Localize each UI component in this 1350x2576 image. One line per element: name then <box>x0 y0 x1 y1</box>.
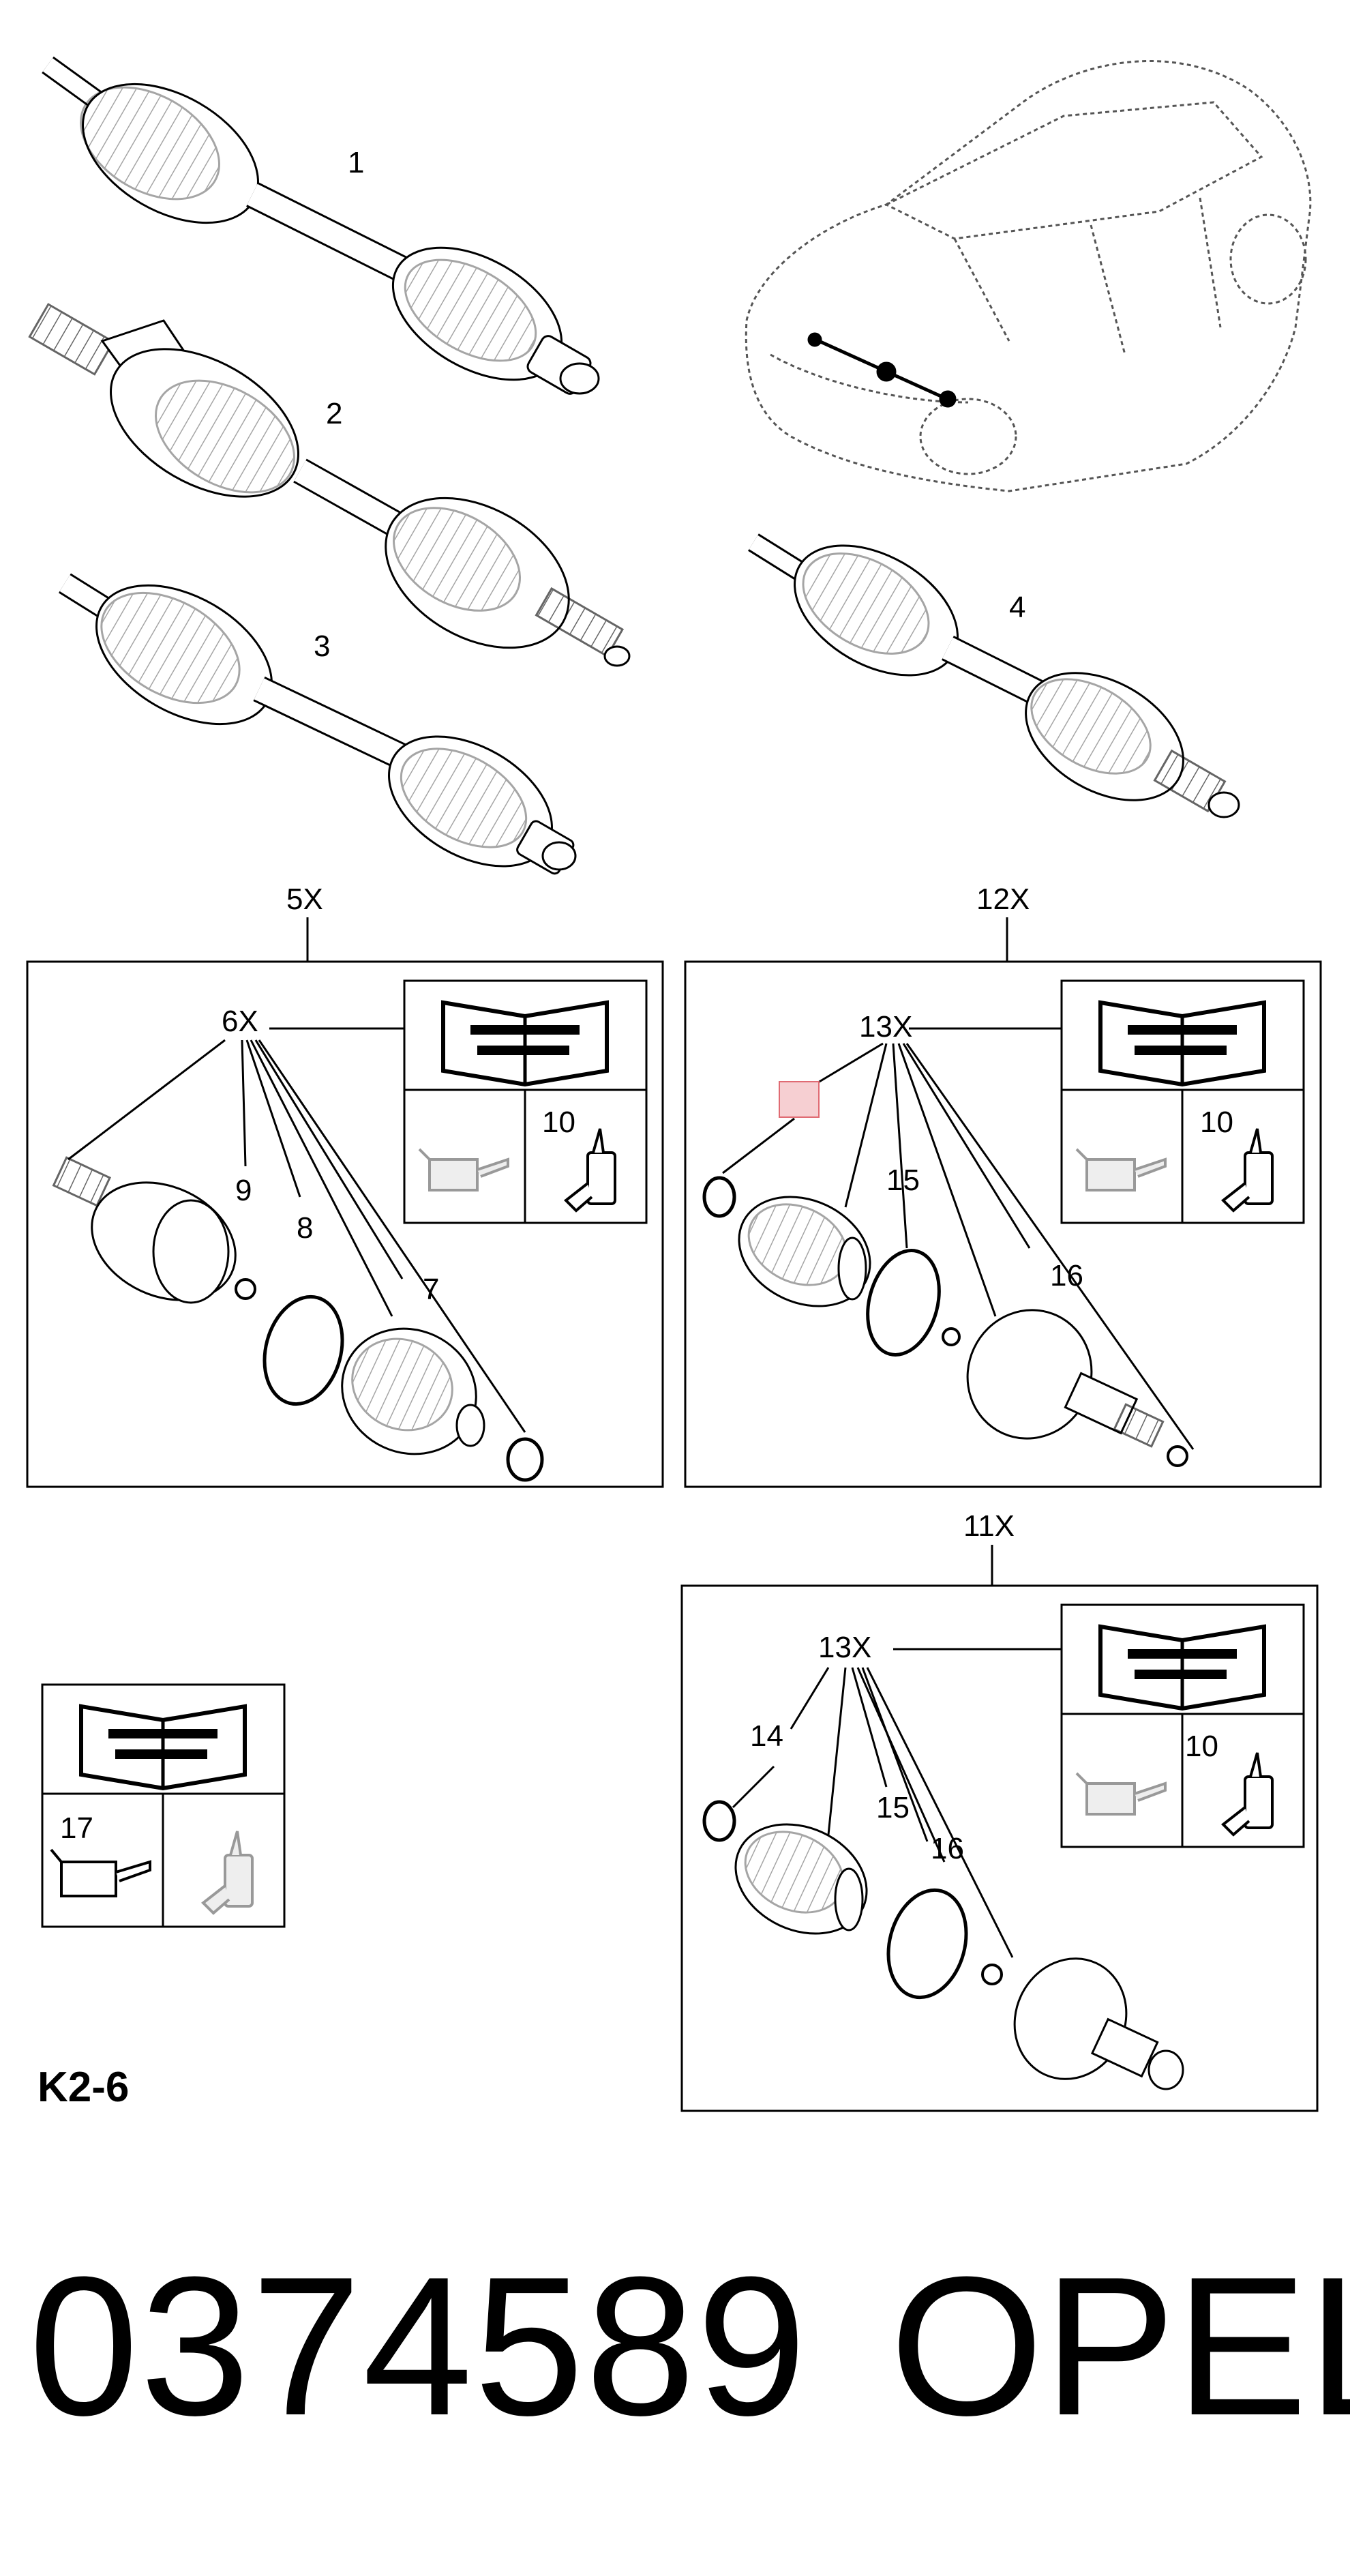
callout-12x[interactable]: 12X <box>976 883 1030 916</box>
manual-wrench-icon <box>441 1000 609 1087</box>
kit-5x-box <box>26 960 664 1488</box>
callout-16a[interactable]: 16 <box>1050 1259 1083 1292</box>
manual-wrench-icon <box>1098 1624 1266 1711</box>
boot-12x <box>738 1196 871 1307</box>
grease-tube-icon <box>200 1831 254 1915</box>
callout-9[interactable]: 9 <box>235 1174 252 1207</box>
boot-5x <box>341 1327 485 1455</box>
callout-5x[interactable]: 5X <box>286 883 323 916</box>
callout-14b[interactable]: 14 <box>750 1719 783 1753</box>
oil-can-icon <box>50 1848 151 1897</box>
clamp-14b <box>702 1800 736 1842</box>
snap-ring-16a <box>942 1327 961 1346</box>
clamp-7 <box>506 1437 544 1482</box>
inner-joint-housing-11x <box>1013 1957 1184 2090</box>
kit-12x-box <box>684 960 1322 1488</box>
general-service-panel: 17 <box>41 1683 286 1928</box>
highlighted-drive-shaft-location <box>807 332 957 408</box>
callout-6x[interactable]: 6X <box>222 1005 258 1038</box>
callout-1[interactable]: 1 <box>348 146 364 179</box>
drive-shaft-4[interactable] <box>748 519 1240 827</box>
callout-11x[interactable]: 11X <box>963 1509 1015 1543</box>
callout-4[interactable]: 4 <box>1009 591 1025 624</box>
kit-11x-box <box>680 1584 1319 2112</box>
manual-wrench-icon <box>1098 1000 1266 1087</box>
clamp-15b <box>886 1888 968 2000</box>
callout-8[interactable]: 8 <box>297 1211 313 1245</box>
callout-2[interactable]: 2 <box>326 397 342 430</box>
outer-cv-joint-5x <box>52 1156 237 1304</box>
oil-can-icon <box>1075 1148 1167 1191</box>
clamp-15 <box>866 1249 941 1357</box>
drive-shaft-1[interactable] <box>42 55 600 406</box>
kit-11x-group: 11X 10 13X <box>680 1509 1319 2112</box>
highlighted-callout-14 <box>779 1081 820 1118</box>
callout-10b[interactable]: 10 <box>1200 1106 1233 1139</box>
callout-10c[interactable]: 10 <box>1185 1730 1218 1763</box>
oil-can-icon <box>1075 1772 1167 1816</box>
vehicle-location-illustration <box>745 60 1312 492</box>
callout-16c[interactable]: 16 <box>931 1832 964 1865</box>
brand-name: OPEL <box>890 2236 1350 2457</box>
callout-17[interactable]: 17 <box>60 1811 93 1845</box>
grease-tube-icon <box>563 1128 616 1213</box>
callout-15a[interactable]: 15 <box>886 1164 920 1197</box>
callout-10a[interactable]: 10 <box>542 1106 575 1139</box>
grease-tube-icon <box>1220 1752 1274 1837</box>
page-code: K2-6 <box>38 2064 130 2111</box>
snap-ring-9 <box>235 1278 256 1300</box>
callout-15b[interactable]: 15 <box>876 1791 910 1824</box>
callout-13x-b[interactable]: 13X <box>818 1631 871 1664</box>
drive-shaft-3[interactable] <box>58 557 577 893</box>
service-info-panel-11x: 10 <box>1060 1603 1305 1848</box>
snap-ring-16c <box>981 1964 1003 1985</box>
clamp-8 <box>262 1294 344 1406</box>
boot-11x <box>734 1823 868 1935</box>
manual-wrench-icon <box>79 1704 247 1791</box>
snap-ring-16b <box>1167 1445 1188 1467</box>
part-number: 0374589 <box>29 2236 808 2457</box>
grease-tube-icon <box>1220 1128 1274 1213</box>
callout-7[interactable]: 7 <box>423 1273 439 1306</box>
oil-can-icon <box>418 1148 509 1191</box>
drive-shaft-2[interactable] <box>28 303 631 679</box>
clamp-14 <box>702 1176 736 1218</box>
callout-13x-a[interactable]: 13X <box>859 1010 912 1043</box>
service-info-panel-5x: 10 <box>403 979 648 1224</box>
kit-5x-group: 5X 10 6X <box>26 883 664 1488</box>
callout-3[interactable]: 3 <box>314 630 330 663</box>
kit-12x-group: 12X 10 13X <box>684 883 1322 1488</box>
service-info-panel-12x: 10 <box>1060 979 1305 1224</box>
inner-tripod-joint-12x <box>966 1309 1165 1448</box>
